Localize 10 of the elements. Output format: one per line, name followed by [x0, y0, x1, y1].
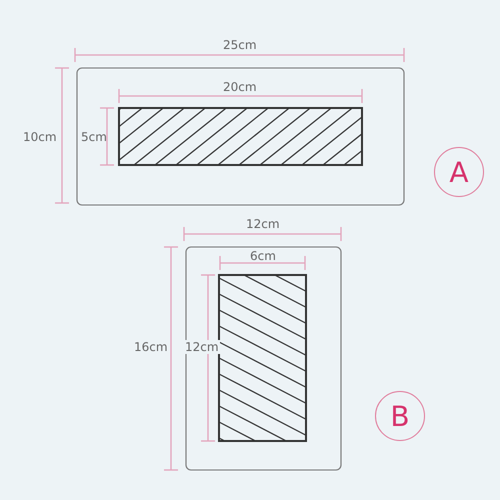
dimension-label: 12cm: [184, 340, 220, 354]
callout-circle: A: [434, 147, 484, 197]
dimension-label: 5cm: [81, 130, 107, 144]
callout-circle: B: [375, 391, 425, 441]
dimension-label: 10cm: [23, 130, 57, 144]
dimension-label: 16cm: [134, 340, 168, 354]
dimension-label: 12cm: [246, 217, 280, 231]
dimension-label: 6cm: [250, 249, 276, 263]
dimension-label: 20cm: [223, 80, 257, 94]
dimension-label: 25cm: [223, 38, 257, 52]
